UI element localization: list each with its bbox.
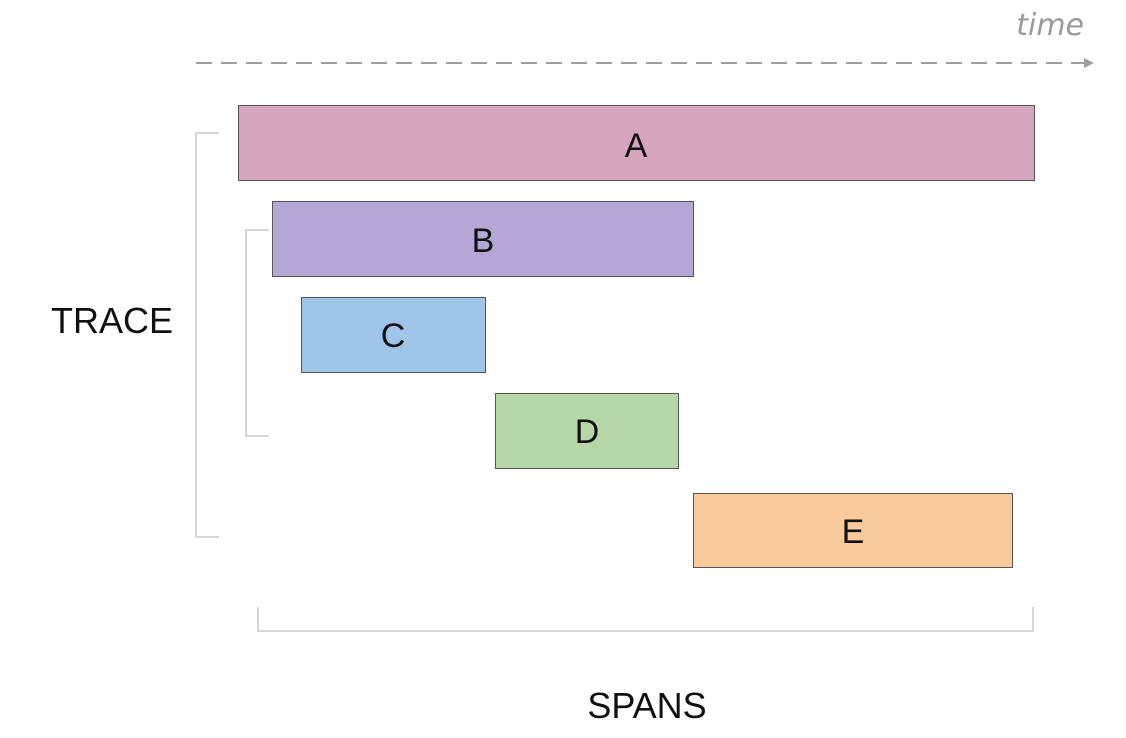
- spans-label: SPANS: [587, 685, 706, 726]
- spans-bracket: [257, 607, 1034, 632]
- trace-bracket: [195, 132, 219, 538]
- span-e-label: E: [842, 513, 865, 551]
- trace-label: TRACE: [51, 300, 173, 341]
- span-a: A: [238, 105, 1035, 181]
- span-a-label: A: [625, 127, 648, 165]
- span-c-label: C: [381, 317, 406, 355]
- span-c-bar: [301, 297, 486, 373]
- child-spans-bracket: [245, 229, 269, 437]
- span-a-bar: [238, 105, 1035, 181]
- span-b-label: B: [472, 222, 495, 260]
- span-b-bar: [272, 201, 694, 277]
- span-b: B: [272, 201, 694, 277]
- span-d: D: [495, 393, 679, 469]
- span-e-bar: [693, 493, 1013, 568]
- time-label: time: [1016, 8, 1084, 43]
- span-e: E: [693, 493, 1013, 568]
- span-c: C: [301, 297, 486, 373]
- span-d-bar: [495, 393, 679, 469]
- span-d-label: D: [575, 413, 600, 451]
